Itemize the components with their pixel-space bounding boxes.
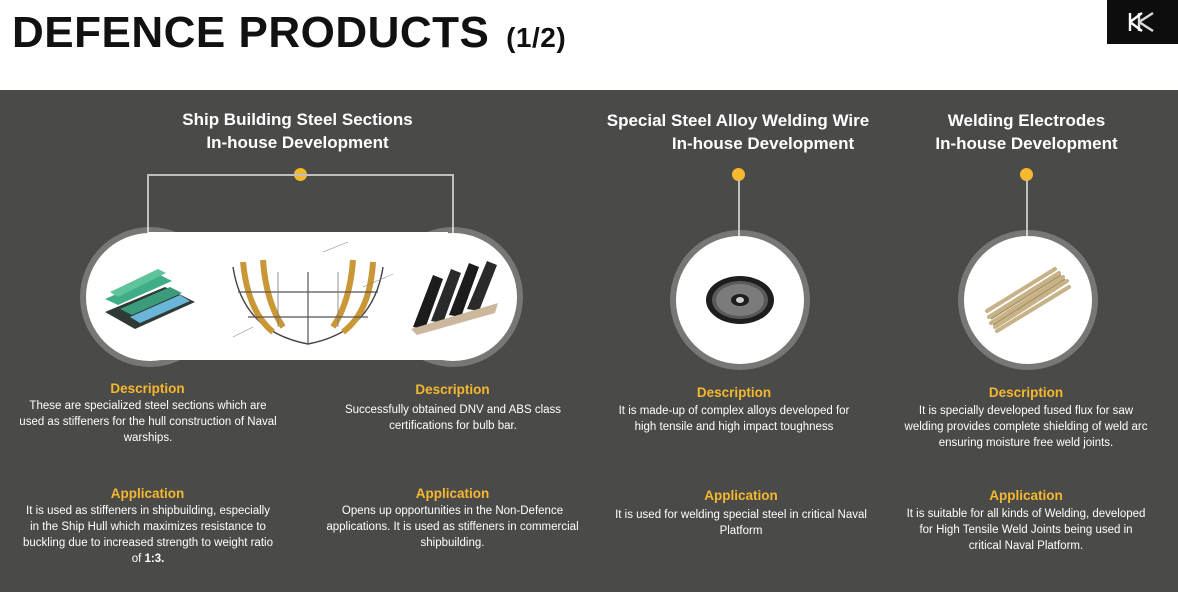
- ship-steel-a-description-label: Description: [110, 381, 185, 396]
- page-title-text: DEFENCE PRODUCTS: [12, 8, 490, 57]
- bulb-bar-black-icon: [411, 261, 498, 335]
- welding-electrodes-image: [964, 236, 1092, 364]
- welding-electrodes-application-label: Application: [989, 488, 1063, 503]
- strength-ratio: 1:3.: [144, 553, 165, 565]
- ship-steel-b-application-label: Application: [415, 486, 490, 501]
- welding-electrodes-description-label: Description: [988, 385, 1064, 400]
- welding-electrodes-heading-line2: In-house Development: [935, 134, 1118, 153]
- ship-steel-connector-h: [147, 174, 454, 176]
- welding-electrodes-dot: [1020, 168, 1033, 181]
- welding-wire-heading: Special Steel Alloy Welding Wire In-hous…: [600, 109, 876, 155]
- ship-hull-diagram-icon: [232, 241, 399, 345]
- welding-wire-application-label: Application: [704, 488, 778, 503]
- welding-wire-spool-icon: [706, 276, 774, 324]
- ship-steel-connector-left: [147, 174, 149, 236]
- bulb-bar-black-image: [389, 233, 517, 361]
- ship-steel-b-description: Successfully obtained DNV and ABS class …: [344, 404, 562, 432]
- welding-wire-description-label: Description: [696, 385, 772, 400]
- welding-electrodes-application: It is suitable for all kinds of Welding,…: [906, 508, 1146, 552]
- ship-steel-a-application-label: Application: [110, 486, 185, 501]
- ship-steel-connector-right: [452, 174, 454, 236]
- bulb-bar-green-image: [86, 233, 214, 361]
- page-header: DEFENCE PRODUCTS (1/2): [0, 0, 1178, 90]
- welding-wire-description: It is made-up of complex alloys develope…: [618, 405, 850, 433]
- welding-electrodes-description: It is specially developed fused flux for…: [904, 405, 1148, 449]
- ship-steel-b-application: Opens up opportunities in the Non-Defenc…: [326, 505, 579, 549]
- ship-steel-heading: Ship Building Steel Sections In-house De…: [170, 108, 425, 154]
- ship-steel-heading-line1: Ship Building Steel Sections: [182, 110, 413, 129]
- welding-wire-heading-line1: Special Steel Alloy Welding Wire: [606, 111, 870, 130]
- welding-wire-image: [676, 236, 804, 364]
- welding-electrodes-connector: [1026, 180, 1028, 236]
- page-title: DEFENCE PRODUCTS (1/2): [12, 8, 566, 58]
- welding-electrodes-heading: Welding Electrodes In-house Development: [924, 109, 1129, 155]
- ship-steel-b-description-label: Description: [415, 382, 490, 397]
- welding-electrodes-icon: [985, 267, 1071, 333]
- ship-steel-a-application-text: It is used as stiffeners in shipbuilding…: [23, 505, 273, 565]
- ship-steel-a-description: These are specialized steel sections whi…: [19, 400, 277, 444]
- page-title-suffix: (1/2): [506, 22, 567, 53]
- welding-wire-application: It is used for welding special steel in …: [615, 509, 867, 537]
- ship-steel-a-application: It is used as stiffeners in shipbuilding…: [22, 503, 274, 567]
- welding-electrodes-heading-line1: Welding Electrodes: [947, 111, 1106, 130]
- ship-steel-heading-line2: In-house Development: [206, 133, 389, 152]
- company-logo: [1107, 0, 1178, 44]
- welding-wire-connector: [738, 180, 740, 236]
- logo-k-icon: [1128, 11, 1154, 33]
- bulb-bar-green-icon: [105, 269, 195, 329]
- welding-wire-heading-line2: In-house Development: [671, 134, 855, 153]
- welding-wire-dot: [732, 168, 745, 181]
